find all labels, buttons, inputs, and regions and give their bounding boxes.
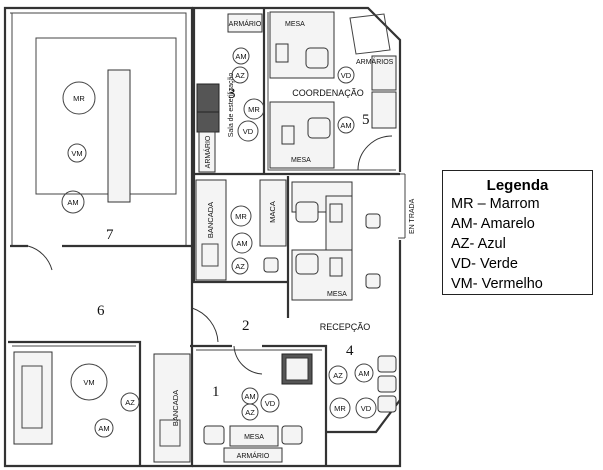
legend-title: Legenda <box>486 177 549 194</box>
svg-text:AM: AM <box>235 52 246 61</box>
room-6: 6 VM AZ AM BANCADA <box>13 303 191 463</box>
walls <box>3 6 406 468</box>
svg-text:MR: MR <box>73 94 85 103</box>
svg-text:AM: AM <box>236 239 247 248</box>
svg-text:BANCADA: BANCADA <box>171 390 180 426</box>
svg-text:MESA: MESA <box>285 21 305 28</box>
legend-item: VM- Vermelho <box>451 276 543 292</box>
legend-item: AM- Amarelo <box>451 216 535 232</box>
svg-text:AZ: AZ <box>235 262 245 271</box>
svg-text:Sala de esterilização: Sala de esterilização <box>228 73 235 138</box>
svg-text:RECEPÇÃO: RECEPÇÃO <box>320 322 371 332</box>
room-3: ARMÁRIO 3 Sala de esterilização ARMÁRIO … <box>196 13 265 173</box>
svg-text:VD: VD <box>361 404 372 413</box>
svg-text:VD: VD <box>265 399 276 408</box>
room-number: 6 <box>97 303 105 319</box>
reception: MESA RECEPÇÃO EN TRADA <box>291 181 416 332</box>
legend: Legenda MR – Marrom AM- Amarelo AZ- Azul… <box>442 170 593 295</box>
svg-text:AZ: AZ <box>245 408 255 417</box>
svg-text:MR: MR <box>235 212 247 221</box>
svg-text:EN TRADA: EN TRADA <box>409 198 416 234</box>
legend-item: AZ- Azul <box>451 236 506 252</box>
room-number: 3 <box>228 86 236 102</box>
room-number: 2 <box>242 318 250 334</box>
svg-text:AM: AM <box>358 369 369 378</box>
svg-text:MR: MR <box>334 404 346 413</box>
svg-text:AM: AM <box>340 121 351 130</box>
svg-text:MACA: MACA <box>268 201 277 223</box>
svg-text:ARMÁRIO: ARMÁRIO <box>237 451 270 460</box>
svg-text:AM: AM <box>98 424 109 433</box>
room-7: 7 MR VM AM <box>35 37 177 243</box>
room-number: 5 <box>362 112 370 128</box>
svg-text:AZ: AZ <box>125 398 135 407</box>
svg-text:MESA: MESA <box>291 157 311 164</box>
svg-text:ARMÁRIO: ARMÁRIO <box>203 135 212 168</box>
legend-item: VD- Verde <box>451 256 518 272</box>
svg-text:ARMÁRIO: ARMÁRIO <box>229 19 262 28</box>
svg-text:BANCADA: BANCADA <box>206 202 215 238</box>
svg-text:AZ: AZ <box>235 71 245 80</box>
svg-text:AM: AM <box>244 392 255 401</box>
svg-text:AM: AM <box>67 198 78 207</box>
room-number: 1 <box>212 384 220 400</box>
svg-text:AZ: AZ <box>333 371 343 380</box>
svg-text:VD: VD <box>341 71 352 80</box>
svg-text:MESA: MESA <box>244 434 264 441</box>
room-5: MESA ARMÁRIOS VD COORDENAÇÃO 5 AM MESA <box>269 11 397 169</box>
svg-text:VM: VM <box>71 149 82 158</box>
svg-text:VM: VM <box>83 378 94 387</box>
svg-text:COORDENAÇÃO: COORDENAÇÃO <box>292 88 364 98</box>
svg-text:MR: MR <box>248 105 260 114</box>
svg-text:VD: VD <box>243 127 254 136</box>
svg-text:ARMÁRIOS: ARMÁRIOS <box>356 57 394 66</box>
room-number: 7 <box>106 227 114 243</box>
room-4: 4 AZ AM MR VD <box>328 343 397 419</box>
room-1: 1 AM VD AZ MESA ARMÁRIO <box>203 353 313 463</box>
room-number: 4 <box>346 343 354 359</box>
room-2: BANCADA MACA MR AM AZ 2 <box>195 179 287 334</box>
svg-text:MESA: MESA <box>327 291 347 298</box>
legend-item: MR – Marrom <box>451 196 540 212</box>
